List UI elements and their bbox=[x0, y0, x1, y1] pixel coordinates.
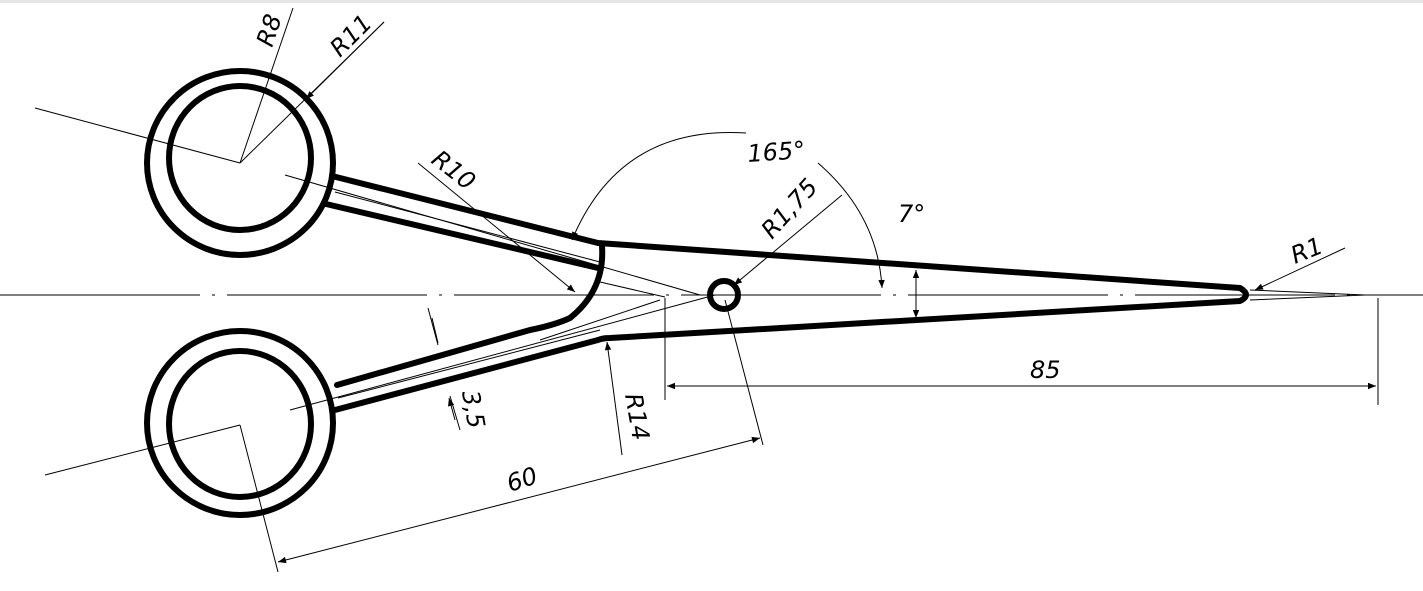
label-r8: R8 bbox=[251, 11, 288, 50]
upper-handle-centerline bbox=[34, 107, 701, 296]
label-r14: R14 bbox=[619, 391, 655, 442]
lower-ring-inner bbox=[166, 348, 314, 500]
r14-leader bbox=[604, 341, 623, 456]
scissors-drawing: R8 R11 R10 165° R1,75 7° R1 85 3,5 R14 6… bbox=[0, 7, 1423, 573]
lower-handle-centerline bbox=[44, 294, 716, 476]
angle-7-arc bbox=[817, 162, 885, 289]
dim-35-arrows bbox=[431, 317, 455, 421]
label-60: 60 bbox=[503, 462, 541, 498]
lower-ring-outer bbox=[144, 328, 336, 518]
r10-leader bbox=[417, 162, 576, 293]
label-r10: R10 bbox=[426, 145, 480, 196]
angle-165-arc bbox=[571, 131, 747, 241]
handle-inner-lines bbox=[334, 191, 666, 399]
r175-leader bbox=[733, 194, 843, 286]
dim-60-ext bbox=[239, 299, 764, 573]
dim-35-line bbox=[427, 307, 461, 431]
label-7: 7° bbox=[898, 200, 925, 228]
upper-handle-bottom bbox=[323, 201, 601, 271]
upper-ring-inner bbox=[166, 83, 314, 233]
inner-bend bbox=[334, 243, 606, 388]
dim-60-line bbox=[277, 436, 761, 564]
label-85: 85 bbox=[1030, 356, 1061, 384]
r8-leader bbox=[239, 7, 294, 164]
upper-blade bbox=[329, 173, 1249, 413]
label-35: 3,5 bbox=[456, 388, 490, 430]
r11-arrow bbox=[305, 21, 385, 100]
upper-ring-outer bbox=[144, 68, 336, 258]
label-165: 165° bbox=[746, 136, 806, 168]
r1-leader bbox=[1254, 247, 1346, 291]
label-r175: R1,75 bbox=[756, 173, 824, 244]
dim-85-ext bbox=[664, 298, 1379, 405]
pivot bbox=[707, 278, 741, 312]
label-r1: R1 bbox=[1287, 232, 1327, 270]
label-r11: R11 bbox=[324, 9, 377, 62]
tip-lines bbox=[1249, 289, 1366, 301]
